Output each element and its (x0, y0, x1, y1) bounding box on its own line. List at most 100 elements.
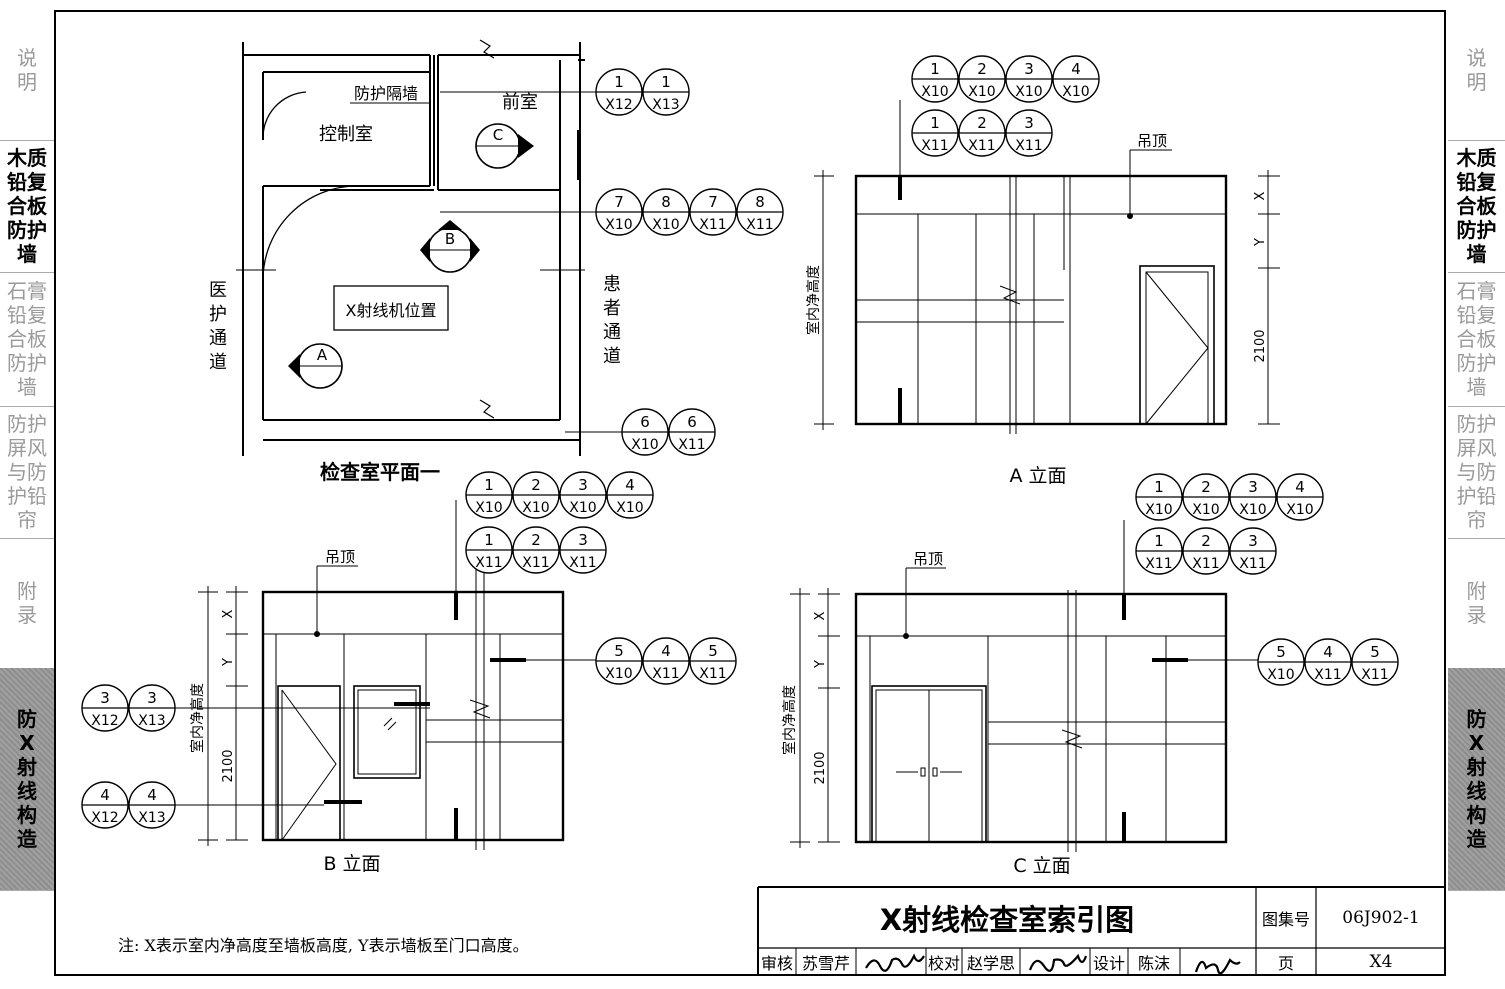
chapter-tab-text: 说 (17, 46, 37, 70)
bubble-sheet-number: X13 (138, 713, 165, 729)
elev-b-dim-y: Y (221, 658, 236, 667)
chapter-tab-text: 铅复 (1456, 170, 1497, 194)
bubble-sheet-number: X11 (678, 437, 705, 453)
chapter-tab-text: 录 (1466, 603, 1487, 627)
bubble-sheet-number: X10 (1192, 502, 1219, 518)
chapter-tab-text: 屏风 (1456, 436, 1497, 460)
chapter-tab-text: 铅复 (1456, 303, 1497, 327)
chapter-tab-text: 合板 (7, 194, 47, 218)
bubble-detail-number: 8 (661, 193, 671, 211)
elev-b-dim-2100: 2100 (221, 749, 236, 782)
elev-c-dim-2100: 2100 (813, 751, 828, 784)
chapter-tab-1[interactable]: 木质铅复合板防护墙 (1448, 140, 1505, 273)
elevation-c (790, 520, 1258, 852)
xray-machine-box (333, 285, 449, 331)
signature-marks (865, 953, 1241, 975)
bubble-sheet-number: X10 (921, 84, 948, 100)
chapter-tab-text: 合板 (1456, 194, 1497, 218)
bubble-detail-number: 3 (1248, 532, 1258, 550)
chapter-tab-3[interactable]: 防护屏风与防护铅帘 (1448, 406, 1505, 539)
chapter-tab-text: 说 (1466, 46, 1487, 70)
bubble-detail-number: 3 (578, 531, 588, 549)
elev-a-ceiling: 吊顶 (1137, 132, 1167, 150)
reviewer-name: 苏雪芹 (801, 954, 850, 973)
floor-plan (236, 39, 585, 456)
bubble-detail-number: 5 (1276, 643, 1286, 661)
bubble-detail-number: 2 (977, 114, 987, 132)
bubble-detail-number: 3 (1024, 60, 1034, 78)
chapter-tab-text: 墙 (17, 375, 37, 399)
bubble-detail-number: 2 (977, 60, 987, 78)
chapter-tab-text: 帘 (1466, 508, 1487, 532)
xray-position-label: X射线机位置 (346, 301, 437, 320)
bubble-sheet-number: X10 (652, 217, 679, 233)
chapter-tab-3[interactable]: 防护屏风与防护铅帘 (0, 406, 54, 539)
chapter-tab-text: 与防 (7, 460, 47, 484)
elevation-b (174, 500, 598, 850)
bubble-sheet-number: X10 (616, 500, 643, 516)
bubble-sheet-number: X11 (475, 555, 502, 571)
bubble-detail-number: 1 (930, 60, 940, 78)
bubble-sheet-number: X10 (569, 500, 596, 516)
bubble-detail-number: 2 (531, 531, 541, 549)
corridor-char: 通 (603, 322, 621, 343)
corridor-char: 患 (603, 274, 621, 295)
chapter-tab-0[interactable]: 说明 (1448, 0, 1505, 141)
bubble-sheet-number: X10 (1015, 84, 1042, 100)
chapter-tab-text: 防护 (1456, 412, 1497, 436)
elev-c-title: C 立面 (1013, 855, 1070, 877)
bubble-detail-number: 8 (755, 193, 765, 211)
chapter-tab-text: 石膏 (1456, 279, 1497, 303)
chapter-tab-1[interactable]: 木质铅复合板防护墙 (0, 140, 54, 273)
bubble-detail-number: 5 (708, 642, 718, 660)
bubble-detail-number: 1 (930, 114, 940, 132)
chapter-tab-2[interactable]: 石膏铅复合板防护墙 (0, 272, 54, 407)
bubble-detail-number: 2 (531, 476, 541, 494)
mark-a-label: A (317, 346, 328, 364)
control-room-label: 控制室 (319, 124, 373, 145)
footnote: 注: X表示室内净高度至墙板高度, Y表示墙板至门口高度。 (118, 936, 529, 955)
bubble-detail-number: 3 (1024, 114, 1034, 132)
chapter-tab-2[interactable]: 石膏铅复合板防护墙 (1448, 272, 1505, 407)
bubble-sheet-number: X11 (652, 666, 679, 682)
chapter-tab-text: 防护 (1456, 218, 1497, 242)
chapter-tab-text: 防 (1466, 707, 1487, 731)
chapter-tab-0[interactable]: 说明 (0, 0, 54, 141)
elev-b-dim-x: X (221, 609, 236, 618)
bubble-sheet-number: X11 (522, 555, 549, 571)
chapter-tab-text: 射 (17, 755, 37, 779)
chapter-tab-4[interactable]: 附录 (1448, 538, 1505, 669)
partition-label: 防护隔墙 (354, 84, 418, 103)
bubble-sheet-number: X11 (1361, 667, 1388, 683)
bubble-sheet-number: X10 (631, 437, 658, 453)
bubble-sheet-number: X10 (605, 666, 632, 682)
chapter-tab-text: 防护 (7, 412, 47, 436)
bubble-detail-number: 3 (1248, 478, 1258, 496)
elev-c-dim-y: Y (813, 660, 828, 669)
bubble-detail-number: 7 (708, 193, 718, 211)
elev-a-dim-x: X (1253, 191, 1268, 200)
chapter-tab-text: 木质 (7, 146, 47, 170)
chapter-tab-text: 木质 (1456, 146, 1497, 170)
bubble-sheet-number: X10 (522, 500, 549, 516)
review-label: 审核 (760, 954, 793, 973)
